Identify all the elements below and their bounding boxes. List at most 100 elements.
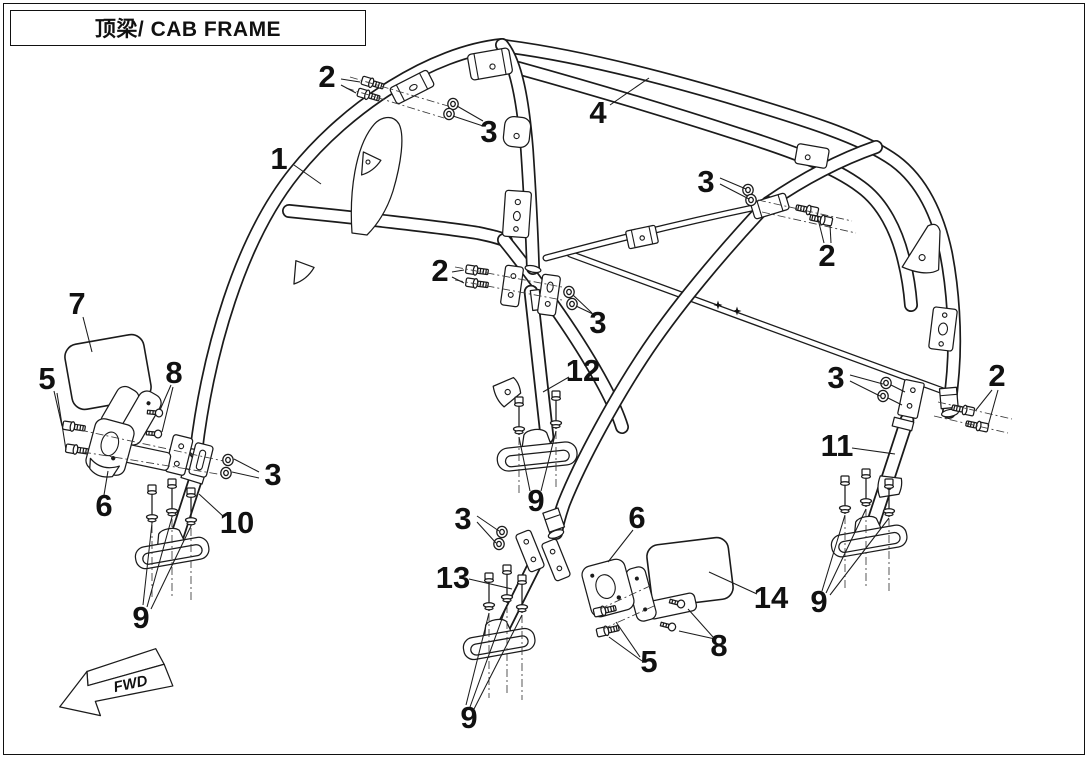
foot-plate-center [496,428,578,472]
page-title: 顶梁/ CAB FRAME [94,18,282,41]
clamp-sleeve-rear [750,192,790,220]
callout-2-leader [975,389,993,411]
callout-3-leader [575,305,596,316]
callout-10-leader [198,493,225,518]
callout-3-leader [452,115,484,127]
far-leg-tab [502,115,532,149]
callout-12-label: 12 [566,353,600,388]
callout-9-leader [142,522,153,606]
callout-7-leader [82,316,93,353]
foot-plate-left [134,527,210,570]
callout-6-leader [607,529,634,563]
callout-2-leader [340,78,361,83]
callout-2-label: 2 [431,253,448,288]
callout-9-leader [473,614,523,710]
callout-3-leader [476,521,497,544]
callout-9-leader [469,604,508,708]
callout-3-label: 3 [827,360,844,395]
post10-clamp-slot [188,442,214,478]
roof-tab-right [794,143,830,169]
tube-sleeves [180,69,960,539]
callout-9-leader [518,436,531,492]
callout-11-leader [851,447,896,455]
callout-3-leader [456,105,484,122]
callout-3-leader [849,380,881,397]
callout-9-label: 9 [132,600,149,635]
bpillar-end-sleeve [542,507,566,533]
callout-9-leader [825,508,867,594]
callout-5-label: 5 [640,644,657,679]
post13-clamp-right [541,538,571,582]
post-clamps [164,264,925,582]
callout-14-leader [708,571,758,595]
front-brace-loop [350,117,403,236]
callout-4-label: 4 [589,95,607,130]
callout-3-label: 3 [480,114,497,149]
roof-tab-bracket [467,47,513,81]
callout-2-label: 2 [988,358,1005,393]
clamp-sleeve-front [389,69,435,105]
callout-12-leader [542,376,570,393]
callout-9-leader [146,516,173,608]
callout-5-leader [56,392,67,451]
fwd-arrow: FWD [59,648,174,717]
fwd-label: FWD [112,672,149,696]
title-box: 顶梁/ CAB FRAME [10,10,366,46]
callout-3-label: 3 [697,164,714,199]
callout-2-leader [451,276,465,284]
callout-3-leader [572,294,593,314]
mirror-right-assembly [581,536,734,639]
post12-clamp-left [500,264,524,308]
callout-1-label: 1 [270,141,287,176]
callout-2-leader [340,84,357,94]
callout-1-leader [293,164,322,185]
callout-3-leader [233,458,260,473]
foot-plate-bottom [462,618,536,661]
far-leg-plate [502,189,532,239]
callout-5-leader [53,390,63,427]
callout-13-leader [468,578,513,590]
weld-tabs [293,47,958,498]
callout-8-leader [678,630,716,640]
callout-5-leader [608,636,643,662]
callout-2-leader [451,269,465,273]
post10-clamp-plate [164,434,194,476]
callout-2-leader [829,224,832,244]
callout-7-label: 7 [68,286,85,321]
mirror-right-clamp [581,558,635,618]
callout-8-leader [159,384,172,411]
callout-9-label: 9 [460,700,477,735]
callout-6-leader [103,470,109,496]
callout-2-leader [816,214,825,244]
callout-9-leader [821,514,846,592]
callout-3-leader [719,177,747,190]
rod-clip [625,224,659,250]
callout-6-label: 6 [628,500,645,535]
mirror-left-assembly [61,333,229,478]
mirror-left-clamp [85,418,135,478]
post13-clamp-left [515,529,545,573]
callout-10-label: 10 [220,505,254,540]
callout-9-leader [150,525,192,610]
pillar-plate [928,306,958,352]
weld-marks [713,300,742,316]
callout-9-leader [829,517,890,596]
callout-13-label: 13 [436,560,470,595]
post11-sleeve [897,379,925,419]
callout-9-label: 9 [810,584,827,619]
callout-2-label: 2 [818,238,835,273]
callout-5-leader [615,621,641,658]
callout-8-leader [687,608,714,638]
callout-9-leader [540,430,557,492]
hoop-gusset [293,260,315,285]
callout-9-leader [465,612,490,706]
post12-clamp-right [537,273,561,317]
callout-3-leader [849,374,884,385]
post12-tab [492,376,522,408]
callout-3-label: 3 [589,305,606,340]
hoop-tab [360,151,382,176]
foot-plate-right [830,515,908,558]
callout-6-label: 6 [95,488,112,523]
